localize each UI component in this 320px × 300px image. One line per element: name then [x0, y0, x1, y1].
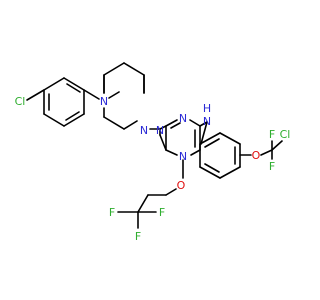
atom-f-trifluoro-3: F [159, 206, 165, 219]
molecule-drawing: Cl N N N N N N H O Cl F F O F F F [15, 62, 291, 243]
bond-ring-piperazine [83, 89, 100, 100]
atom-cl-difluoro: Cl [280, 128, 291, 141]
piperazine-ring [103, 62, 145, 130]
atom-o-aryl-ether: O [252, 149, 261, 162]
atom-h-of-nh: H [203, 102, 211, 115]
bond-o-ch2 [165, 188, 177, 196]
bond-c-cl [271, 140, 283, 151]
atom-f-trifluoro-1: F [109, 206, 115, 219]
atom-nh: N [203, 115, 211, 128]
triazine-ring [159, 119, 201, 156]
phenylene-ring [199, 132, 241, 179]
atom-f-trifluoro-2: F [135, 230, 141, 243]
bond-cf3-carbon [137, 194, 149, 213]
atom-n-triazine-2: N [156, 124, 164, 137]
atom-n-triazine-1: N [179, 112, 187, 125]
atom-f-difluoro-2: F [269, 160, 275, 173]
atom-n-triazine-3: N [179, 150, 187, 163]
atom-n-piperazine-2: N [140, 124, 148, 137]
bond-ring-cl [26, 89, 45, 101]
atom-cl-phenyl: Cl [15, 95, 26, 108]
atom-n-piperazine-1: N [100, 95, 108, 108]
atom-o-trifluoroethoxy: O [177, 179, 186, 192]
atom-f-difluoro-1: F [269, 128, 275, 141]
bond-nh-phenylene [200, 121, 208, 145]
bond-triazine-nh [199, 121, 208, 127]
chlorophenyl-ring [43, 77, 85, 127]
bond-o-cf2cl [260, 149, 273, 156]
